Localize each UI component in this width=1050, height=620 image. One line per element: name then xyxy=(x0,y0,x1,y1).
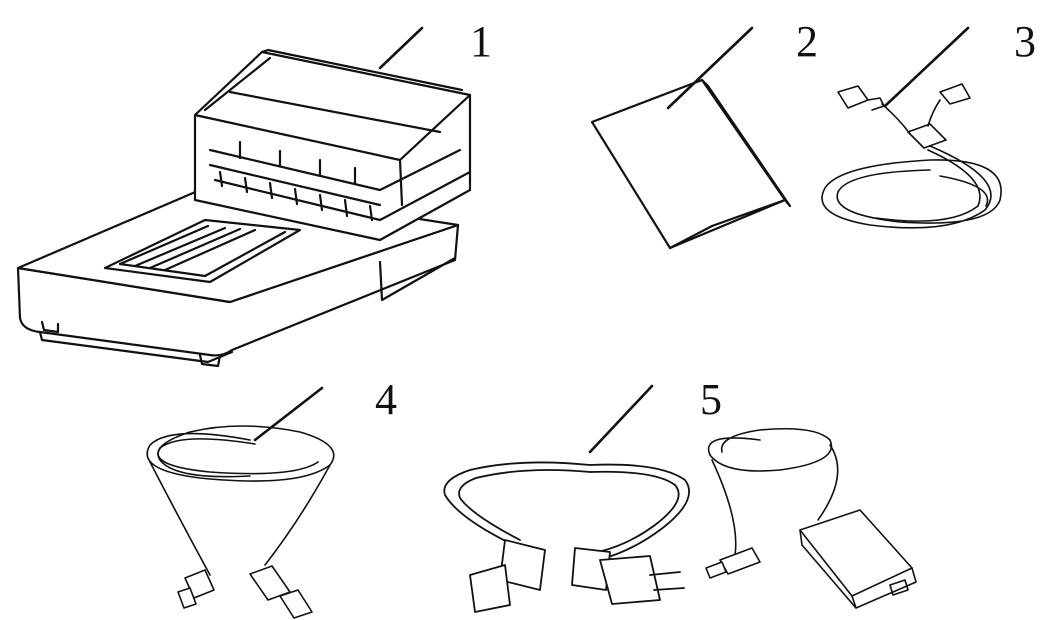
callout-number-2: 2 xyxy=(796,17,818,66)
scanner-illustration xyxy=(16,26,472,368)
callout-number-3: 3 xyxy=(1014,17,1036,66)
callout-number-5: 5 xyxy=(700,375,722,424)
quick-guide-illustration xyxy=(590,26,792,250)
usb-cable-illustration xyxy=(146,386,335,619)
callout-number-1: 1 xyxy=(470,17,492,66)
power-cord-illustration xyxy=(443,384,690,613)
callout-number-4: 4 xyxy=(375,375,397,424)
lan-cable-illustration xyxy=(821,26,1002,229)
power-adapter-illustration xyxy=(705,427,917,609)
